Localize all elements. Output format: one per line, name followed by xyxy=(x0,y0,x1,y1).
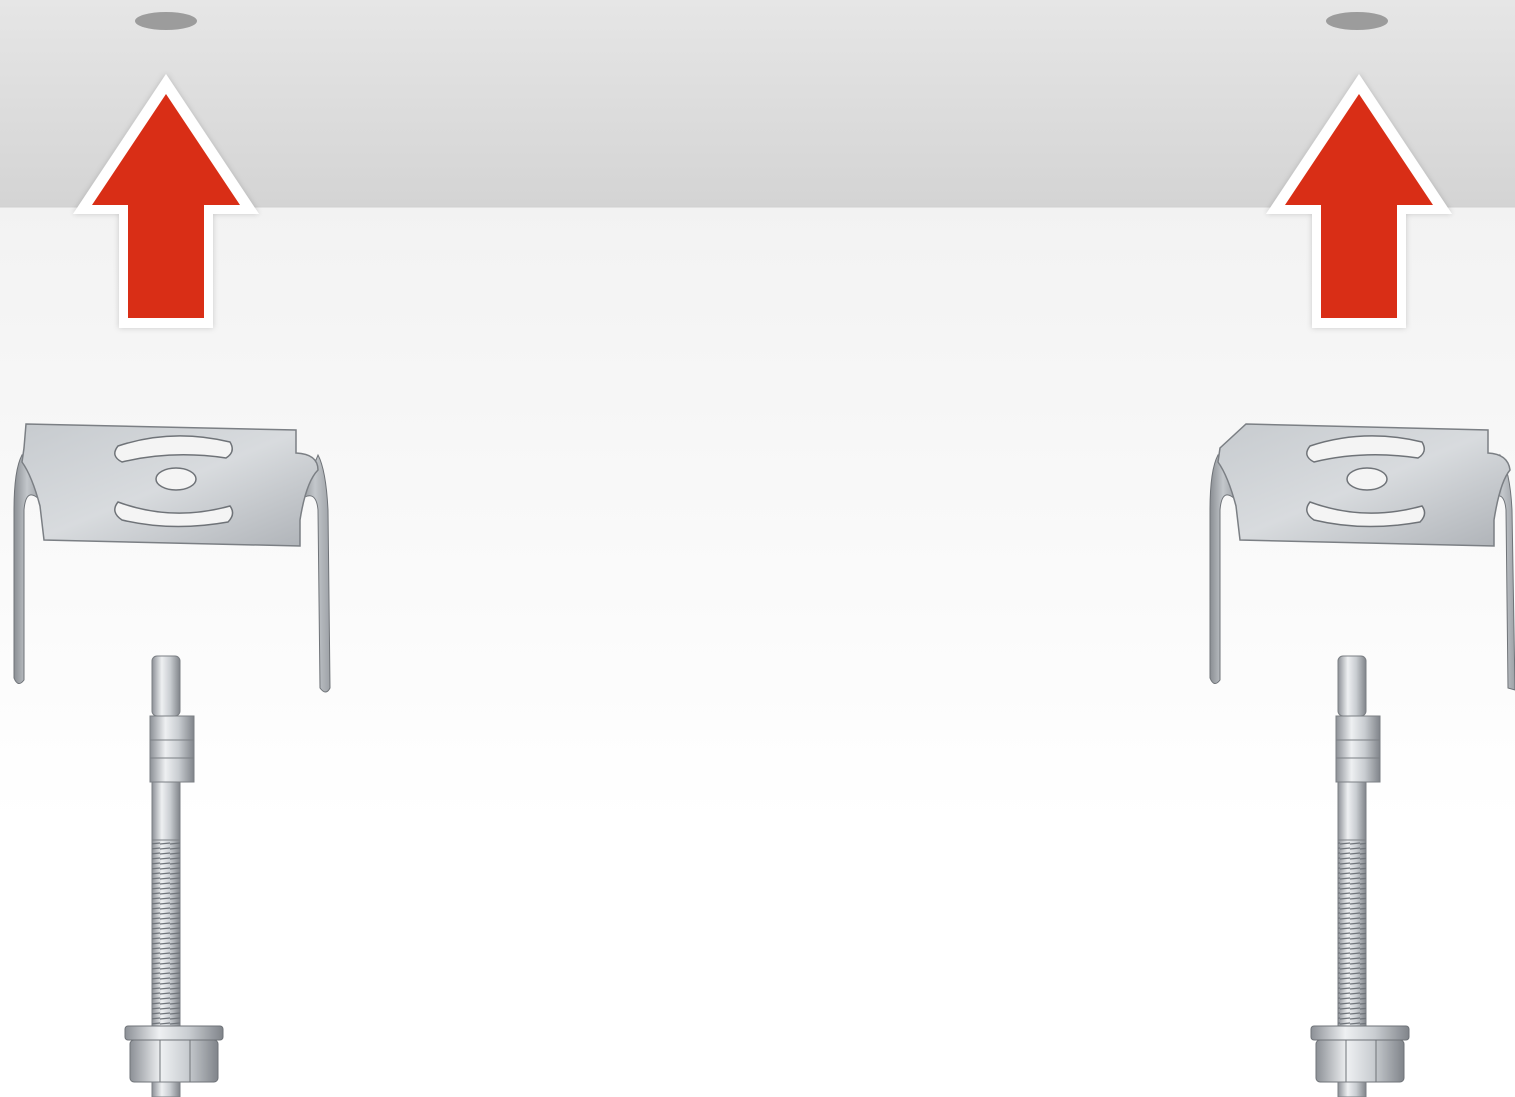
up-arrow-right xyxy=(1266,74,1452,328)
up-arrow-left xyxy=(73,74,259,328)
ceiling-hole-left xyxy=(135,12,197,30)
anchor-bolt-left xyxy=(124,655,224,1097)
ceiling-hole-right xyxy=(1326,12,1388,30)
ceiling-slab xyxy=(0,0,1515,208)
mounting-bracket-right xyxy=(1209,423,1515,691)
anchor-bolt-right xyxy=(1310,655,1410,1097)
mounting-bracket-left xyxy=(13,423,331,693)
